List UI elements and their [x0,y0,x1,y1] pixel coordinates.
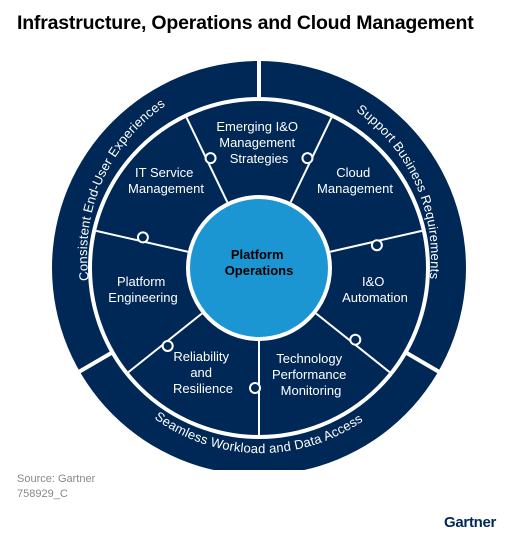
center-label: Platform Operations [225,247,294,278]
puzzle-connector [204,152,217,165]
center-hub [190,199,328,337]
source-note: Source: Gartner [17,473,96,485]
gartner-logo: Gartner [444,514,497,531]
outer-divider-right [403,350,443,375]
wheel-diagram: Platform Operations Emerging I&O Managem… [52,61,466,470]
segment-label-emerging-io: Emerging I&O Management Strategies [216,119,301,166]
diagram-title: Infrastructure, Operations and Cloud Man… [17,12,474,34]
puzzle-connector [161,339,174,352]
outer-divider-left [75,350,115,375]
puzzle-connector [349,333,362,346]
segment-label-io-automation: I&O Automation [342,274,408,305]
segment-label-technology-performance-monitoring: Technology Performance Monitoring [272,351,350,398]
segment-label-reliability-resilience: Reliability and Resilience [173,349,233,396]
segment-label-platform-engineering: Platform Engineering [108,274,177,305]
document-id: 758929_C [17,488,68,500]
puzzle-connector [301,152,314,165]
puzzle-connector [370,239,383,252]
segment-label-it-service-management: IT Service Management [128,165,204,196]
puzzle-connector [136,231,149,244]
puzzle-connector [249,382,261,394]
segment-label-cloud-management: Cloud Management [317,165,393,196]
